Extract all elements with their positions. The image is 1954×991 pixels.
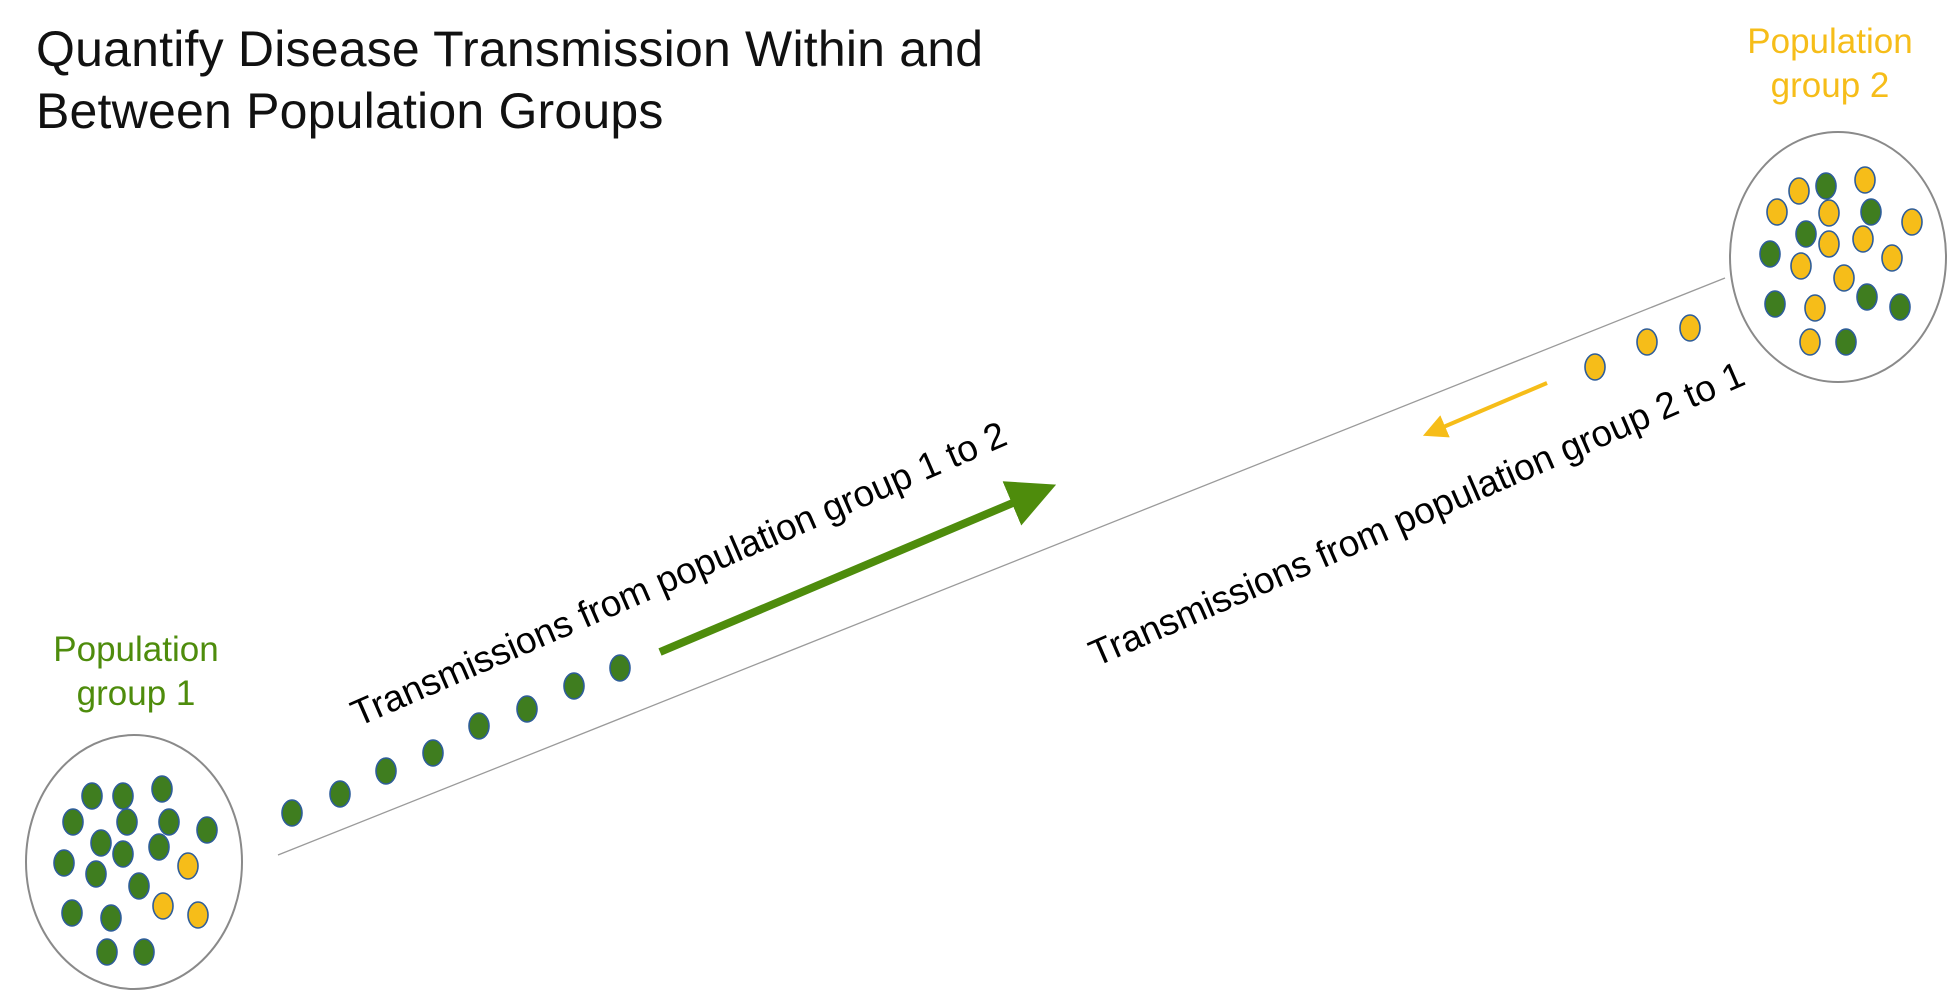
diagram-title: Quantify Disease Transmission Within and… <box>36 18 983 142</box>
individual-dot <box>90 829 112 857</box>
individual-dot <box>1835 328 1857 356</box>
individual-dot <box>112 782 134 810</box>
group-2-label-line-2: group 2 <box>1770 66 1890 105</box>
individual-dot <box>1799 328 1821 356</box>
individual-dot <box>1790 252 1812 280</box>
individual-dot <box>1764 290 1786 318</box>
individual-dot <box>1815 172 1837 200</box>
transmitted-individual-dot <box>1584 353 1606 381</box>
individual-dot <box>1854 166 1876 194</box>
population-group-2-label: Population group 2 <box>1700 20 1954 108</box>
individual-dot <box>96 938 118 966</box>
transmitted-individual-dot <box>609 654 631 682</box>
individual-dot <box>152 892 174 920</box>
individual-dot <box>53 849 75 877</box>
transmitted-individual-dot <box>563 672 585 700</box>
title-line-2: Between Population Groups <box>36 83 664 139</box>
individual-dot <box>177 852 199 880</box>
individual-dot <box>1901 208 1923 236</box>
population-group-1-circle <box>25 734 243 990</box>
population-group-2-circle <box>1729 131 1947 383</box>
individual-dot <box>1804 294 1826 322</box>
individual-dot <box>116 808 138 836</box>
group-1-label-line-2: group 1 <box>76 674 196 713</box>
individual-dot <box>62 808 84 836</box>
group-1-individuals <box>53 775 218 966</box>
transmitted-individual-dot <box>329 780 351 808</box>
transmitted-individual-dot <box>1679 314 1701 342</box>
transmitted-individual-dot <box>468 712 490 740</box>
individual-dot <box>61 899 83 927</box>
individual-dot <box>1852 225 1874 253</box>
individual-dot <box>133 938 155 966</box>
individual-dot <box>1881 244 1903 272</box>
transmission-label-1-to-2: Transmissions from population group 1 to… <box>345 414 1013 735</box>
group-2-individuals <box>1759 166 1923 356</box>
individual-dot <box>1818 199 1840 227</box>
group-1-transmitted-individuals <box>281 654 631 827</box>
individual-dot <box>1889 293 1911 321</box>
transmission-label-2-to-1: Transmissions from population group 2 to… <box>1083 354 1751 675</box>
arrow-group-1-to-2 <box>658 481 1057 656</box>
individual-dot <box>158 808 180 836</box>
individual-dot <box>148 833 170 861</box>
individual-dot <box>1860 198 1882 226</box>
individual-dot <box>1818 230 1840 258</box>
population-group-1-label: Population group 1 <box>6 628 266 716</box>
individual-dot <box>1788 177 1810 205</box>
transmitted-individual-dot <box>1636 328 1658 356</box>
group-2-transmitted-individuals <box>1584 314 1701 381</box>
individual-dot <box>1759 240 1781 268</box>
divider-line <box>277 277 1726 856</box>
individual-dot <box>128 872 150 900</box>
title-line-1: Quantify Disease Transmission Within and <box>36 21 984 77</box>
individual-dot <box>1833 264 1855 292</box>
individual-dot <box>1795 220 1817 248</box>
individual-dot <box>100 904 122 932</box>
individual-dot <box>1856 283 1878 311</box>
individual-dot <box>1766 198 1788 226</box>
individual-dot <box>187 901 209 929</box>
individual-dot <box>196 816 218 844</box>
individual-dot <box>112 840 134 868</box>
individual-dot <box>85 860 107 888</box>
individual-dot <box>151 775 173 803</box>
arrow-group-2-to-1 <box>1422 381 1548 438</box>
transmitted-individual-dot <box>422 739 444 767</box>
group-2-label-line-1: Population <box>1747 22 1913 61</box>
individual-dot <box>81 782 103 810</box>
transmitted-individual-dot <box>516 695 538 723</box>
group-1-label-line-1: Population <box>53 630 219 669</box>
transmitted-individual-dot <box>281 799 303 827</box>
transmitted-individual-dot <box>375 757 397 785</box>
